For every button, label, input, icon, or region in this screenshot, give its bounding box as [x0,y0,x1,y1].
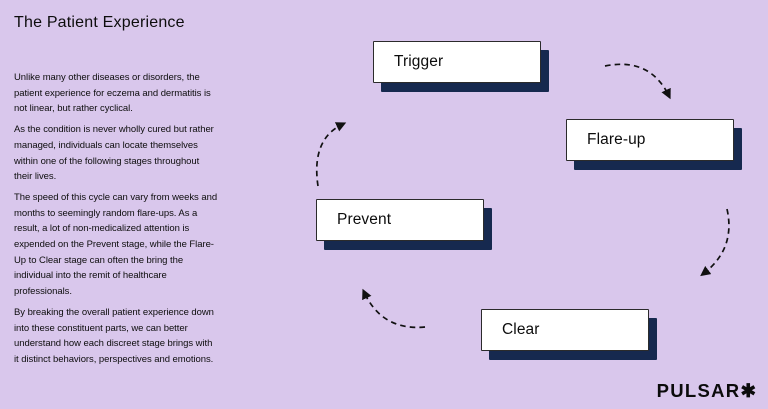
paragraph-2: As the condition is never wholly cured b… [14,124,214,183]
body-copy: Unlike many other diseases or disorders,… [14,70,218,373]
stage-box-trigger: Trigger [373,41,541,83]
arrow-trigger-to-flareup-icon [604,63,671,100]
arrow-clear-to-prevent-icon [362,288,426,329]
paragraph-4: By breaking the overall patient experien… [14,306,214,365]
stage-label-trigger: Trigger [394,53,444,70]
stage-label-prevent: Prevent [337,211,392,228]
star-icon: ✱ [740,380,756,401]
stage-box-clear: Clear [481,309,649,351]
stage-box-prevent: Prevent [316,199,484,241]
brand-logo: PULSAR✱ [657,380,756,402]
paragraph-1: Unlike many other diseases or disorders,… [14,72,211,115]
arrow-flareup-to-clear-icon [700,208,730,277]
paragraph-3: The speed of this cycle can vary from we… [14,191,218,298]
stage-label-clear: Clear [502,321,540,338]
brand-name: PULSAR [656,380,741,401]
stage-box-flare-up: Flare-up [566,119,734,161]
arrow-prevent-to-trigger-icon [315,122,347,187]
stage-label-flare-up: Flare-up [587,131,646,148]
page-title: The Patient Experience [14,14,185,31]
